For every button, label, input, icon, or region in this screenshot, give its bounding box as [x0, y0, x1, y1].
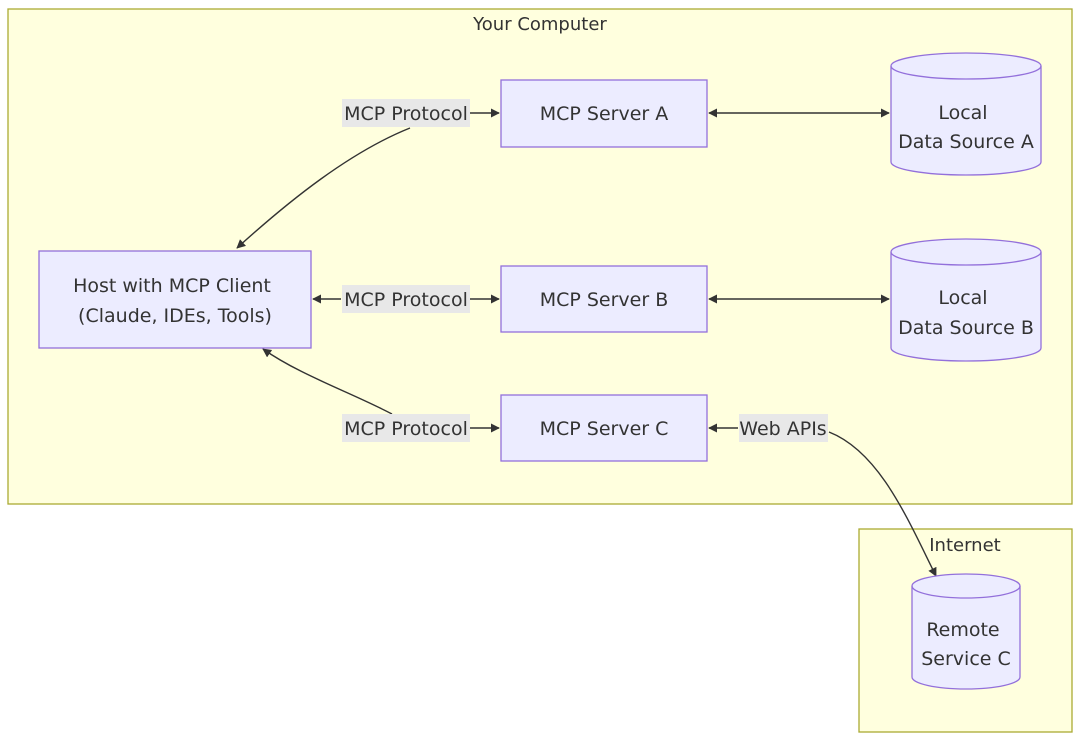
node-data-source-b-cylinder: [890, 238, 1042, 362]
node-server-b-box: [500, 265, 708, 333]
node-data-source-a-line-2: Data Source A: [898, 131, 1034, 153]
node-host-label: Host with MCP Client (Claude, IDEs, Tool…: [73, 275, 277, 327]
node-server-a-label: MCP Server A: [540, 103, 669, 125]
node-data-source-a-cylinder: [890, 52, 1042, 176]
node-data-source-a-rim: [890, 65, 1042, 80]
node-host-line-2: (Claude, IDEs, Tools): [78, 305, 272, 327]
node-data-source-b-line-2: Data Source B: [898, 317, 1034, 339]
node-remote-service-c-cylinder: [911, 573, 1021, 690]
edge-label-a-bg: [342, 99, 470, 127]
node-server-c-label: MCP Server C: [540, 418, 669, 440]
cluster-internet: Internet: [858, 528, 1073, 733]
node-host-box: [38, 250, 312, 349]
node-host-line-1: Host with MCP Client: [73, 275, 271, 297]
node-remote-service-c-rim: [911, 585, 1021, 599]
edge-label-c-to-host: [262, 348, 393, 415]
node-server-a-box: [500, 79, 708, 148]
edge-label-host-server-b: MCP Protocol: [344, 289, 468, 311]
node-data-source-b: Local Data Source B: [890, 238, 1042, 362]
cluster-your-computer-title: Your Computer: [472, 14, 607, 35]
edge-label-a-to-host: [236, 127, 411, 249]
edge-web-apis-to-remote: [828, 431, 937, 577]
node-remote-service-c-label: Remote Service C: [921, 619, 1011, 670]
cluster-internet-title: Internet: [929, 535, 1000, 556]
node-server-b-label: MCP Server B: [540, 289, 669, 311]
edges: [236, 108, 937, 577]
edge-label-host-server-a: MCP Protocol: [344, 103, 468, 125]
edge-label-c-bg: [342, 414, 470, 442]
node-data-source-b-line-1: Local: [938, 287, 987, 309]
edge-labels: MCP Protocol MCP Protocol MCP Protocol W…: [342, 99, 828, 442]
edge-label-b-bg: [342, 285, 470, 313]
node-server-c: MCP Server C: [500, 394, 708, 462]
edge-label-web-apis-bg: [739, 414, 828, 442]
edge-label-host-server-c: MCP Protocol: [344, 418, 468, 440]
node-data-source-b-label: Local Data Source B: [898, 287, 1034, 339]
node-data-source-b-rim: [890, 251, 1042, 266]
node-remote-service-c: Remote Service C: [911, 573, 1021, 690]
node-server-b: MCP Server B: [500, 265, 708, 333]
node-server-c-box: [500, 394, 708, 462]
node-data-source-a-line-1: Local: [938, 102, 987, 124]
node-data-source-a: Local Data Source A: [890, 52, 1042, 176]
node-server-a: MCP Server A: [500, 79, 708, 148]
edge-label-web-apis: Web APIs: [739, 418, 826, 440]
node-remote-service-c-line-2: Service C: [921, 648, 1011, 670]
cluster-internet-box: [858, 528, 1073, 733]
node-data-source-a-label: Local Data Source A: [898, 102, 1034, 153]
node-remote-service-c-line-1: Remote: [926, 619, 999, 641]
node-host: Host with MCP Client (Claude, IDEs, Tool…: [38, 250, 312, 349]
